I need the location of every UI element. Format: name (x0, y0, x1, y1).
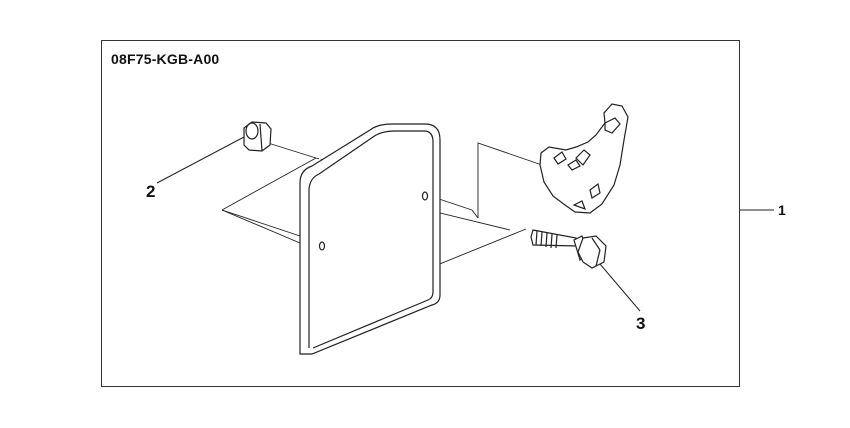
mud-flap-plate (299, 123, 441, 355)
collar-part (243, 121, 272, 152)
diagram-frame (101, 40, 740, 387)
part-number-label: 08F75-KGB-A00 (111, 51, 220, 67)
bracket-part (539, 103, 629, 214)
callout-2: 2 (146, 182, 156, 201)
leader-line-3 (599, 263, 641, 312)
callout-3: 3 (636, 314, 646, 333)
leader-line-2 (156, 136, 245, 184)
bolt-part (530, 229, 607, 269)
callout-1: 1 (778, 202, 786, 218)
